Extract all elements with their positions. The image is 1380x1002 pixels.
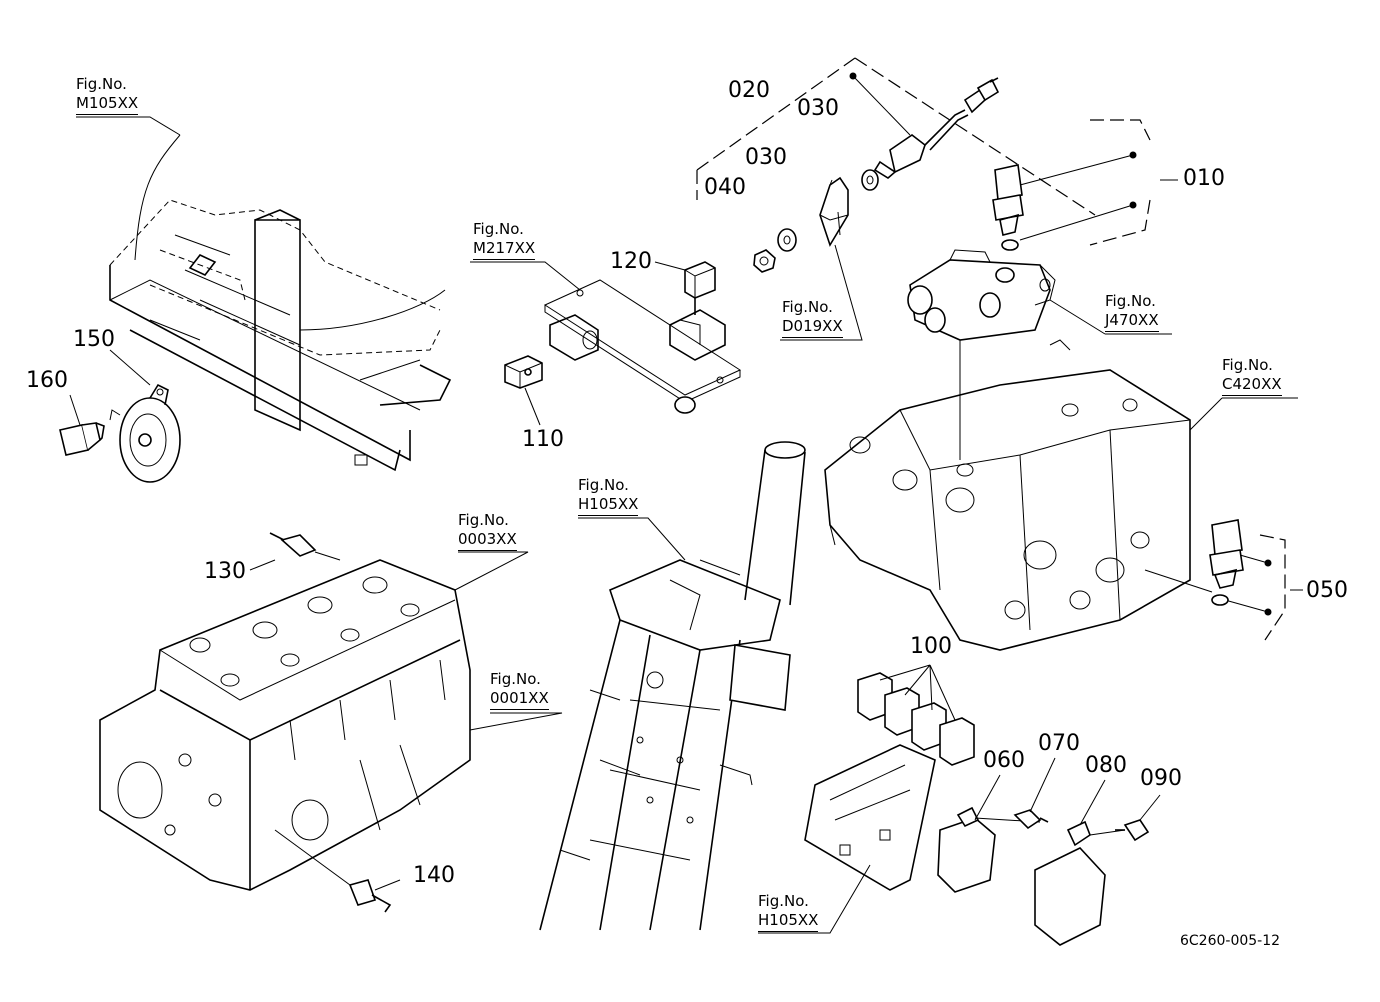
valve-block-j470 — [907, 249, 1056, 460]
fig-ref-code: H105XX — [758, 911, 819, 932]
transmission-case-c420 — [824, 339, 1191, 651]
sender-part-130 — [269, 532, 341, 561]
part-label-160: 160 — [26, 368, 68, 393]
part-label-070: 070 — [1038, 731, 1080, 756]
washer-part-030-lower — [777, 228, 797, 252]
part-label-130: 130 — [204, 559, 246, 584]
fig-ref-prefix: Fig.No. — [490, 670, 541, 688]
fig-ref-prefix: Fig.No. — [578, 476, 629, 494]
fig-ref-h105-bracket: Fig.No. H105XX — [758, 892, 819, 932]
fig-ref-prefix: Fig.No. — [758, 892, 809, 910]
part-label-040: 040 — [704, 175, 746, 200]
relay-bracket-h105 — [804, 744, 961, 891]
fig-ref-j470: Fig.No. J470XX — [1105, 292, 1159, 332]
fig-ref-c420: Fig.No. C420XX — [1222, 356, 1282, 396]
fig-ref-prefix: Fig.No. — [473, 220, 524, 238]
switch-part-110 — [504, 355, 543, 389]
pressure-switch-010 — [992, 119, 1151, 251]
fig-ref-code: 0001XX — [490, 689, 549, 710]
sensor-harness-020 — [696, 57, 1096, 216]
frame-assembly-m105 — [109, 134, 452, 472]
switch-bracket-m217 — [543, 279, 742, 414]
fig-ref-code: H105XX — [578, 495, 639, 516]
part-label-150: 150 — [73, 327, 115, 352]
relays-part-100 — [857, 664, 975, 766]
part-label-010: 010 — [1183, 166, 1225, 191]
relay-part-060 — [937, 806, 1041, 893]
fig-ref-code: C420XX — [1222, 375, 1282, 396]
screw-part-090 — [1115, 819, 1150, 842]
nut-part-040 — [753, 249, 776, 273]
horn-part-150 — [109, 383, 181, 483]
part-label-030-lower: 030 — [745, 145, 787, 170]
fig-ref-code: J470XX — [1105, 311, 1159, 332]
fig-ref-0003: Fig.No. 0003XX — [458, 511, 517, 551]
part-label-090: 090 — [1140, 766, 1182, 791]
plug-part-160 — [59, 422, 105, 456]
sender-part-140 — [274, 829, 392, 913]
part-label-110: 110 — [522, 427, 564, 452]
pressure-switch-050 — [1144, 519, 1286, 641]
fig-ref-prefix: Fig.No. — [458, 511, 509, 529]
fig-ref-prefix: Fig.No. — [1105, 292, 1156, 310]
part-label-080: 080 — [1085, 753, 1127, 778]
document-id: 6C260-005-12 — [1180, 933, 1281, 949]
fig-ref-code: M105XX — [76, 94, 139, 115]
fig-ref-prefix: Fig.No. — [782, 298, 833, 316]
leader-lines — [69, 116, 1303, 934]
part-label-100: 100 — [910, 634, 952, 659]
flasher-part-080 — [1034, 820, 1126, 946]
switch-part-120 — [684, 261, 716, 315]
washer-part-030-upper — [861, 169, 879, 191]
fig-ref-code: 0003XX — [458, 530, 517, 551]
part-label-060: 060 — [983, 748, 1025, 773]
fig-ref-m105: Fig.No. M105XX — [76, 75, 139, 115]
screw-part-070 — [1013, 809, 1049, 830]
fig-ref-0001: Fig.No. 0001XX — [490, 670, 549, 710]
part-label-120: 120 — [610, 249, 652, 274]
fig-ref-m217: Fig.No. M217XX — [473, 220, 536, 260]
part-label-020: 020 — [728, 78, 770, 103]
fig-ref-prefix: Fig.No. — [1222, 356, 1273, 374]
part-label-140: 140 — [413, 863, 455, 888]
engine-block-0001 — [99, 559, 471, 891]
fig-ref-h105-frame: Fig.No. H105XX — [578, 476, 639, 516]
fig-ref-code: D019XX — [782, 317, 843, 338]
bracket-d019 — [819, 176, 849, 247]
part-label-050: 050 — [1306, 578, 1348, 603]
fig-ref-prefix: Fig.No. — [76, 75, 127, 93]
fig-ref-code: M217XX — [473, 239, 536, 260]
fig-ref-d019: Fig.No. D019XX — [782, 298, 843, 338]
chassis-frame-h105 — [539, 441, 806, 931]
part-label-030-upper: 030 — [797, 96, 839, 121]
